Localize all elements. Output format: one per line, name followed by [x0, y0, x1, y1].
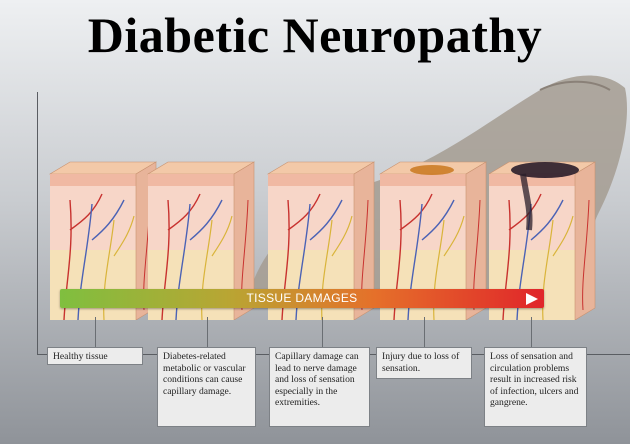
tissue-damage-bar: TISSUE DAMAGES	[60, 289, 544, 308]
vertical-guide-line	[37, 92, 38, 354]
stage-connector	[531, 317, 532, 354]
stage-caption: Healthy tissue	[47, 347, 143, 365]
stage-caption: Capillary damage can lead to nerve damag…	[269, 347, 370, 427]
tissue-block	[378, 161, 488, 320]
tissue-block	[487, 161, 597, 320]
page-title: Diabetic Neuropathy	[87, 7, 543, 63]
play-arrow-icon	[526, 293, 538, 305]
tissue-block	[266, 161, 376, 320]
stage-connector	[95, 317, 96, 354]
stage-connector	[207, 317, 208, 354]
stage-connector	[322, 317, 323, 354]
stage-caption: Injury due to loss of sensation.	[376, 347, 472, 379]
stage-caption: Diabetes-related metabolic or vascular c…	[157, 347, 256, 427]
stage-caption: Loss of sensation and circulation proble…	[484, 347, 587, 427]
stage-connector	[424, 317, 425, 354]
tissue-damage-label: TISSUE DAMAGES	[246, 291, 358, 305]
